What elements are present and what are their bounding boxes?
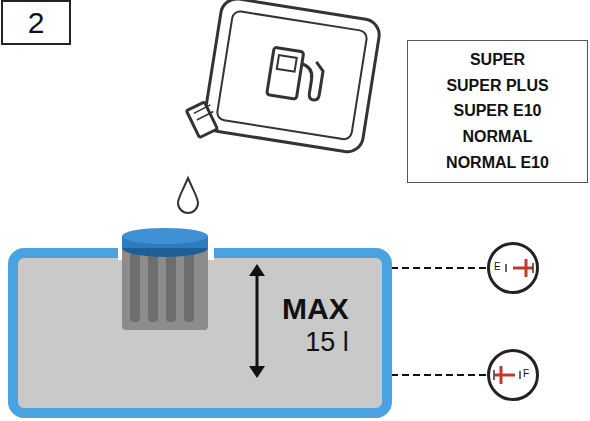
step-number-box: 2	[1, 0, 71, 45]
level-leader-line	[380, 268, 487, 269]
node-text: SUPER PLUS	[446, 77, 548, 95]
node-text: NORMAL E10	[446, 154, 549, 172]
gauge-needle-empty	[494, 366, 520, 384]
node-text: 15 l	[282, 326, 349, 358]
node-text: F	[523, 368, 529, 380]
node-text: SUPER E10	[453, 102, 541, 120]
filler-neck	[118, 228, 214, 330]
dashed-line	[380, 374, 487, 376]
capacity-label: MAX15 l	[282, 292, 349, 358]
node-text: 2	[28, 6, 45, 40]
node-text: SUPER	[470, 51, 525, 69]
level-arrow	[249, 264, 265, 378]
node-text: NORMAL	[462, 128, 532, 146]
node-text: MAX	[282, 292, 349, 326]
level-leader-line	[380, 375, 487, 376]
gauge-needle-full	[506, 259, 533, 277]
node-text: E	[494, 261, 501, 273]
fuel-canister	[183, 0, 382, 163]
fuel-drop	[178, 178, 198, 213]
dashed-line	[380, 267, 487, 269]
fuel-type-box: SUPER SUPER PLUS SUPER E10NORMAL NORMAL E10	[407, 40, 588, 183]
